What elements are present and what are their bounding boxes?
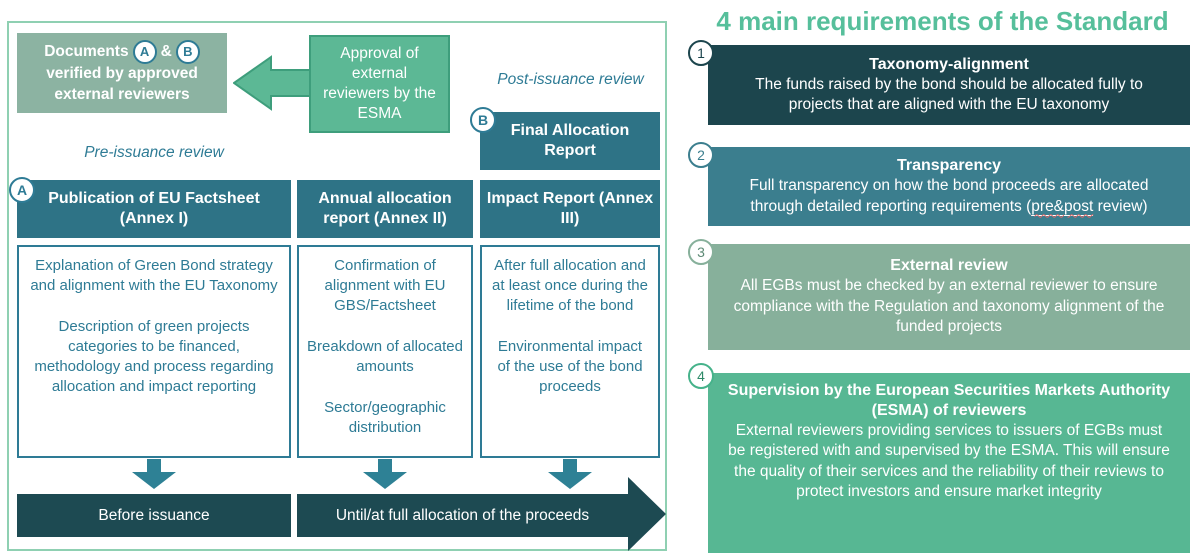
document-a-badge: A (132, 40, 157, 65)
pre-post-spellcheck: pre&post (1031, 197, 1094, 215)
post-issuance-label: Post-issuance review (497, 71, 644, 88)
pre-post-underline: pre&post (1031, 197, 1094, 216)
factsheet-detail-2: Description of green projects categories… (34, 317, 274, 395)
annex-b-circle-badge: B (470, 107, 496, 133)
documents-suffix: verified by approved external reviewers (46, 65, 198, 103)
impact-report-header: Impact Report (Annex III) (480, 180, 660, 238)
requirement-taxonomy-alignment: Taxonomy-alignment The funds raised by t… (708, 45, 1190, 125)
pre-issuance-label: Pre-issuance review (84, 144, 224, 161)
annual-report-details-box: Confirmation of alignment with EU GBS/Fa… (297, 245, 473, 458)
annex-a-circle-badge: A (9, 177, 35, 203)
requirements-title: 4 main requirements of the Standard (716, 6, 1169, 36)
requirement-4-heading: Supervision by the European Securities M… (727, 382, 1171, 419)
requirement-3-number: 3 (688, 239, 714, 265)
requirement-2-heading: Transparency (896, 157, 1002, 175)
annual-report-header: Annual allocation report (Annex II) (297, 180, 473, 238)
requirement-2-number: 2 (688, 142, 714, 168)
factsheet-detail-1: Explanation of Green Bond strategy and a… (30, 257, 278, 294)
requirement-1-heading: Taxonomy-alignment (869, 55, 1029, 73)
before-issuance-timeline-bar: Before issuance (17, 494, 291, 537)
right-arrowhead-icon (628, 477, 666, 551)
requirement-1-number: 1 (688, 40, 714, 66)
final-allocation-report-header: Final Allocation Report (480, 112, 660, 170)
ampersand: & (160, 42, 172, 60)
requirement-2-body-end: review) (1093, 197, 1148, 215)
annual-detail-2: Breakdown of allocated amounts (307, 337, 463, 375)
factsheet-details-box: Explanation of Green Bond strategy and a… (17, 245, 291, 458)
document-b-badge: B (175, 40, 200, 65)
left-arrow-icon (233, 55, 311, 111)
requirement-3-body: All EGBs must be checked by an external … (733, 277, 1165, 336)
down-arrow-icon (548, 459, 592, 489)
documents-verified-box: Documents A & B verified by approved ext… (17, 33, 227, 113)
factsheet-header: Publication of EU Factsheet (Annex I) (17, 180, 291, 238)
requirement-1-body: The funds raised by the bond should be a… (755, 75, 1143, 113)
down-arrow-icon (363, 459, 407, 489)
documents-label: Documents (44, 42, 129, 60)
impact-report-details-box: After full allocation and at least once … (480, 245, 660, 458)
requirement-4-body: External reviewers providing services to… (728, 422, 1170, 501)
requirement-2-body-text: Full transparency on how the bond procee… (749, 177, 1149, 215)
requirement-transparency: Transparency Full transparency on how th… (708, 147, 1190, 226)
annual-detail-3: Sector/geographic distribution (324, 398, 446, 436)
impact-detail-2: Environmental impact of the use of the b… (497, 337, 643, 395)
until-allocation-timeline-bar: Until/at full allocation of the proceeds (297, 494, 628, 537)
requirement-2-body: Full transparency on how the bond procee… (726, 176, 1172, 217)
esma-approval-box: Approval of external reviewers by the ES… (309, 35, 450, 133)
impact-detail-1: After full allocation and at least once … (492, 257, 648, 314)
requirement-3-heading: External review (890, 257, 1008, 275)
documents-line: Documents A & B (44, 40, 200, 65)
requirement-esma-supervision: Supervision by the European Securities M… (708, 373, 1190, 553)
annual-detail-1: Confirmation of alignment with EU GBS/Fa… (324, 257, 446, 314)
requirement-4-number: 4 (688, 363, 714, 389)
requirement-external-review: External review All EGBs must be checked… (708, 244, 1190, 350)
down-arrow-icon (132, 459, 176, 489)
